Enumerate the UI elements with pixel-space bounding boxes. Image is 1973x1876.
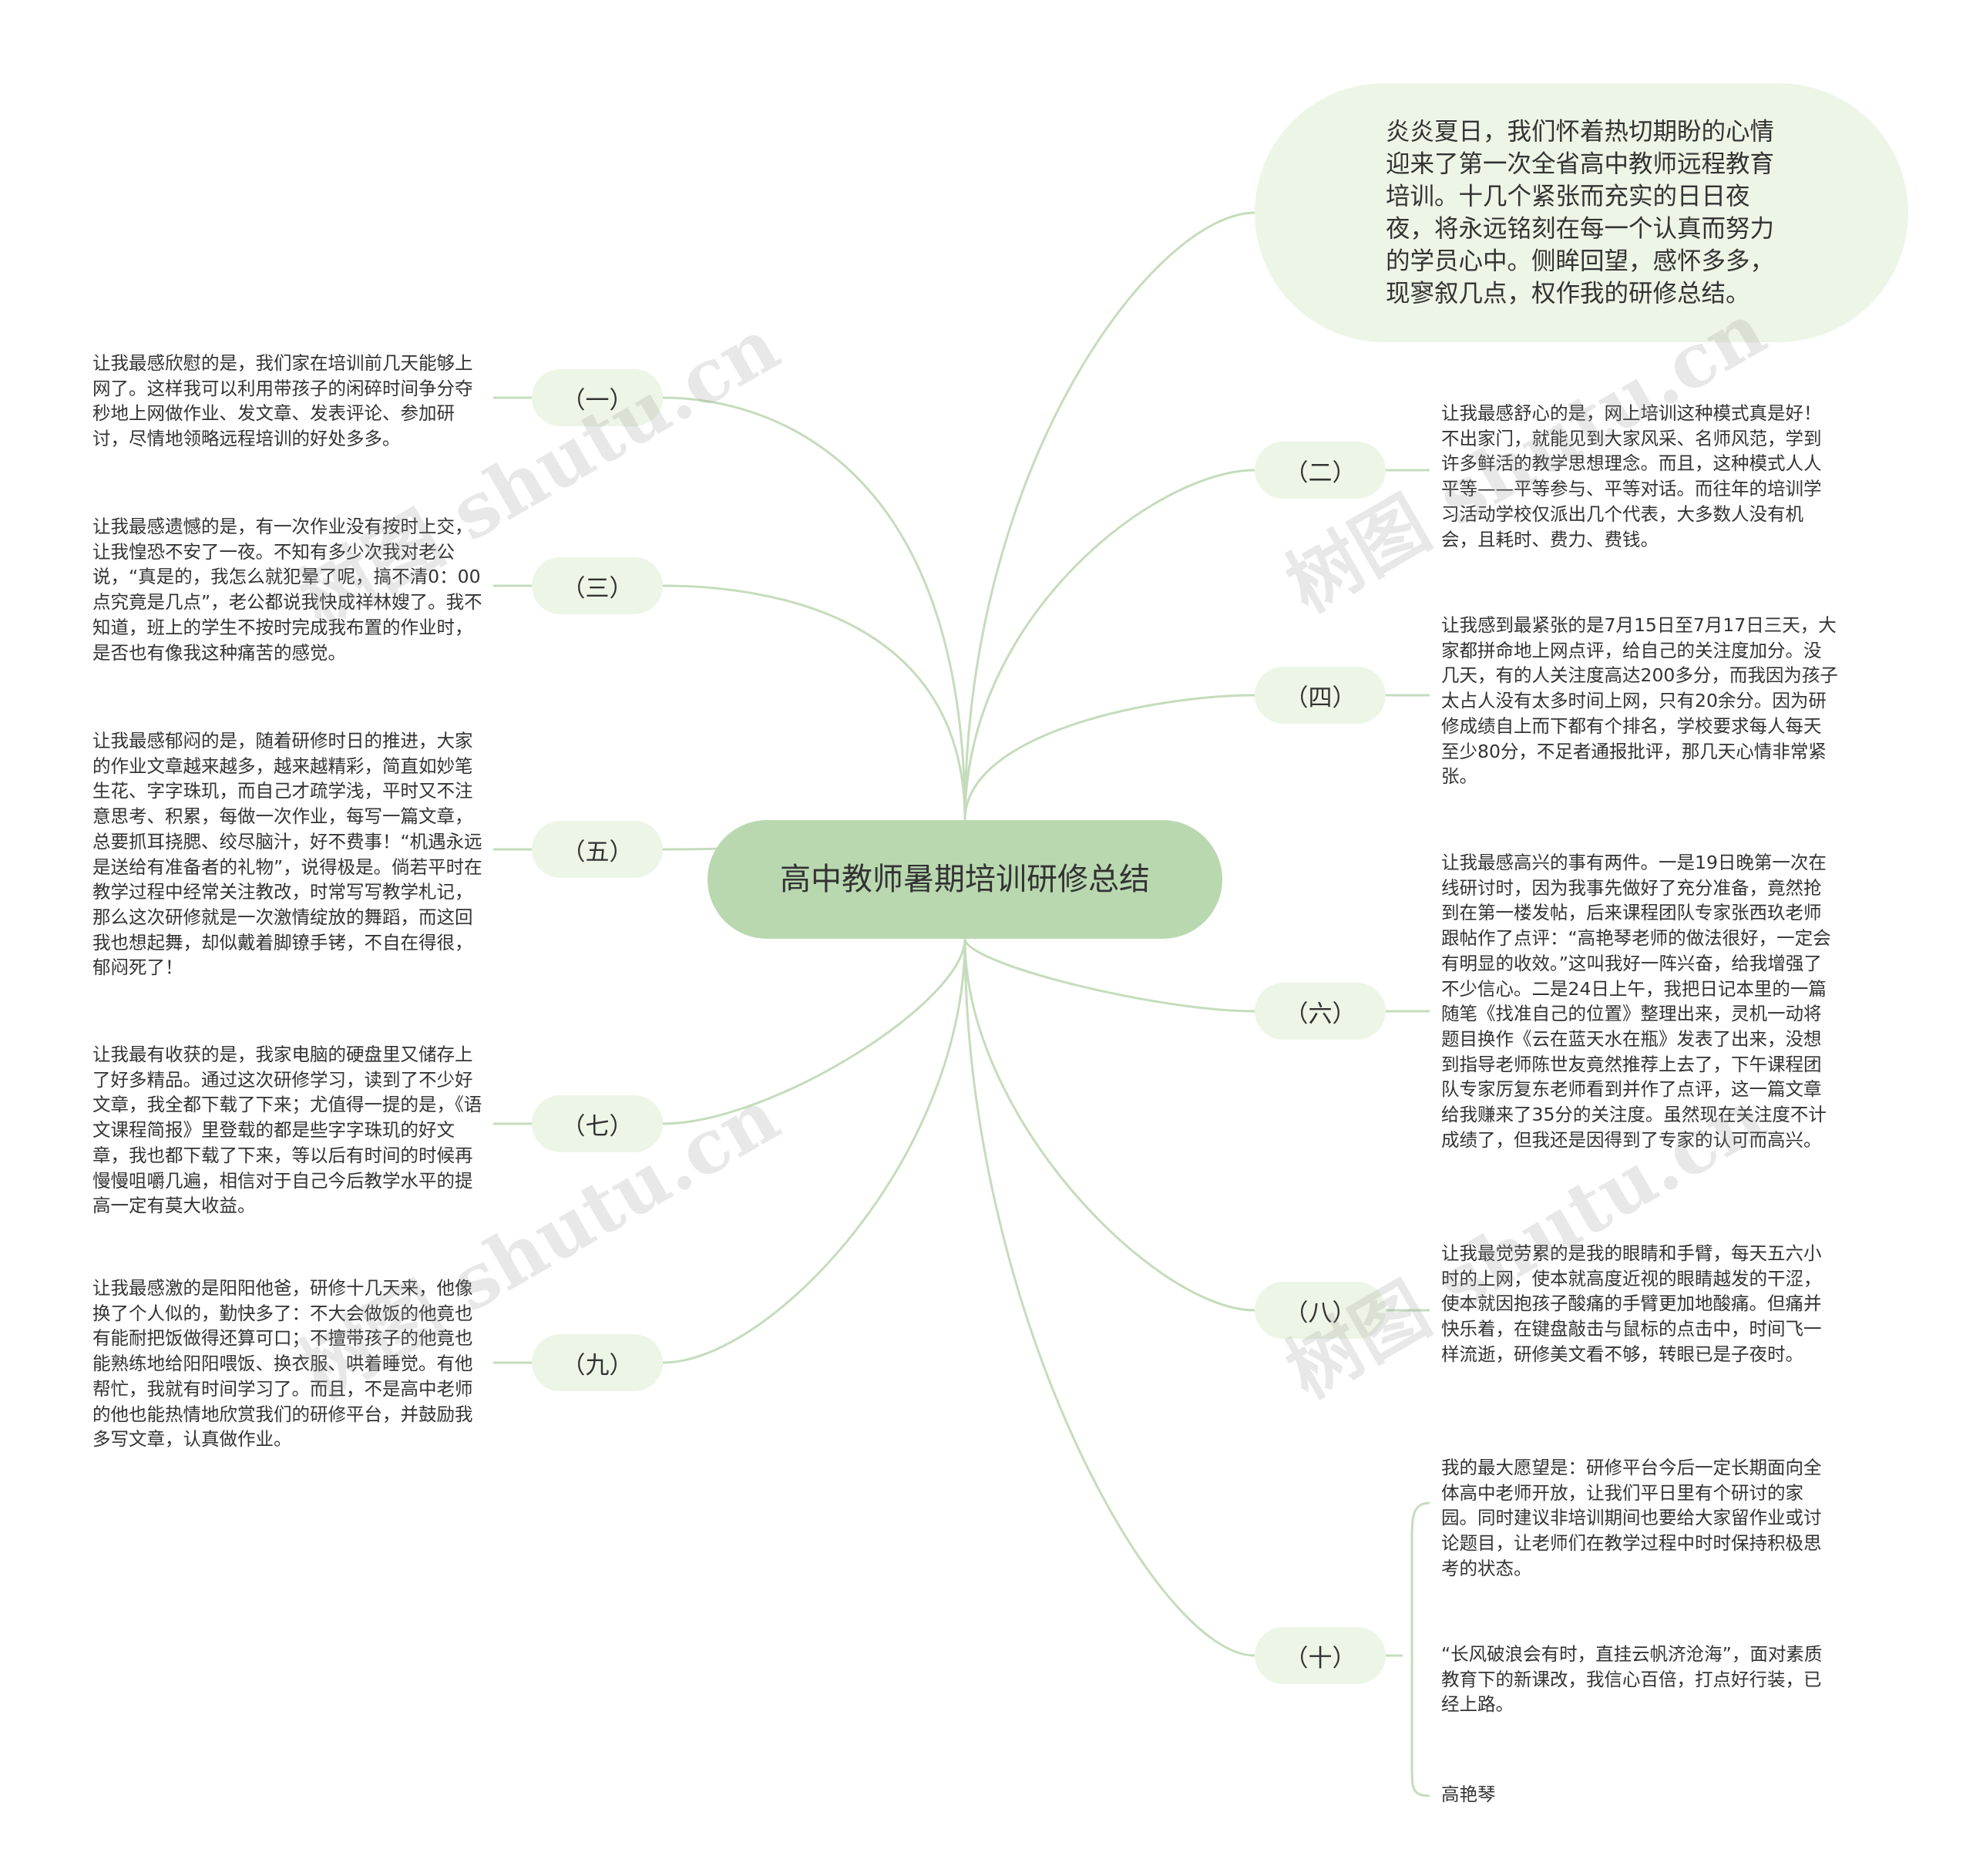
branch-2-label: （二） xyxy=(1284,459,1356,487)
branch-3-node: （三） xyxy=(532,557,663,614)
branch-1-node: （一） xyxy=(532,369,663,426)
branch-9-node: （九） xyxy=(532,1334,663,1391)
branch-3-label: （三） xyxy=(561,574,634,603)
branch-8-label: （八） xyxy=(1284,1299,1356,1327)
branch-10-note-1: 我的最大愿望是：研修平台今后一定长期面向全体高中老师开放，让我们平日里有个研讨的… xyxy=(1441,1457,1822,1579)
branch-6-node: （六） xyxy=(1255,983,1386,1040)
branch-2-node: （二） xyxy=(1255,442,1386,499)
branch-10-node: （十） xyxy=(1255,1627,1386,1684)
branch-10-note-3: 高艳琴 xyxy=(1441,1784,1496,1805)
branch-6-note: 让我最感高兴的事有两件。一是19日晚第一次在线研讨时，因为我事先做好了充分准备，… xyxy=(1441,852,1831,1151)
branch-9-note: 让我最感激的是阳阳他爸，研修十几天来，他像换了个人似的，勤快多了：不大会做饭的他… xyxy=(92,1277,473,1451)
branch-2-note: 让我最感舒心的是，网上培训这种模式真是好！不出家门，就能见到大家风采、名师风范，… xyxy=(1441,402,1822,550)
branch-5-node: （五） xyxy=(532,821,663,878)
branch-5-note: 让我最感郁闷的是，随着研修时日的推进，大家的作业文章越来越多，越来越精彩，简直如… xyxy=(92,730,482,979)
branch-7-note: 让我最有收获的是，我家电脑的硬盘里又储存上了好多精品。通过这次研修学习，读到了不… xyxy=(92,1044,482,1217)
branch-4-label: （四） xyxy=(1284,684,1356,712)
branch-3-note: 让我最感遗憾的是，有一次作业没有按时上交，让我惶恐不安了一夜。不知有多少次我对老… xyxy=(92,516,482,664)
branch-7-label: （七） xyxy=(561,1112,634,1141)
branch-10-label: （十） xyxy=(1284,1644,1356,1673)
branch-9-label: （九） xyxy=(561,1351,634,1380)
branch-4-node: （四） xyxy=(1255,667,1386,724)
branch-1-label: （一） xyxy=(561,386,634,415)
intro-text: 炎炎夏日，我们怀着热切期盼的心情迎来了第一次全省高中教师远程教育培训。十几个紧张… xyxy=(1386,118,1775,308)
branch-6-label: （六） xyxy=(1284,1000,1356,1028)
branch-8-note: 让我最觉劳累的是我的眼睛和手臂，每天五六小时的上网，使本就高度近视的眼睛越发的干… xyxy=(1441,1242,1822,1365)
branch-8-node: （八） xyxy=(1255,1282,1386,1339)
branch-7-node: （七） xyxy=(532,1095,663,1152)
branch-1-note: 让我最感欣慰的是，我们家在培训前几天能够上网了。这样我可以利用带孩子的闲碎时间争… xyxy=(92,352,473,450)
central-topic: 高中教师暑期培训研修总结 xyxy=(708,820,1222,939)
branch-10-note-2: “长风破浪会有时，直挂云帆济沧海”，面对素质教育下的新课改，我信心百倍，打点好行… xyxy=(1441,1643,1823,1716)
branch-5-label: （五） xyxy=(561,838,634,866)
branch-4-note: 让我感到最紧张的是7月15日至7月17日三天，大家都拼命地上网点评，给自己的关注… xyxy=(1441,614,1838,788)
intro-node: 炎炎夏日，我们怀着热切期盼的心情迎来了第一次全省高中教师远程教育培训。十几个紧张… xyxy=(1255,83,1908,342)
central-topic-label: 高中教师暑期培训研修总结 xyxy=(780,862,1150,897)
